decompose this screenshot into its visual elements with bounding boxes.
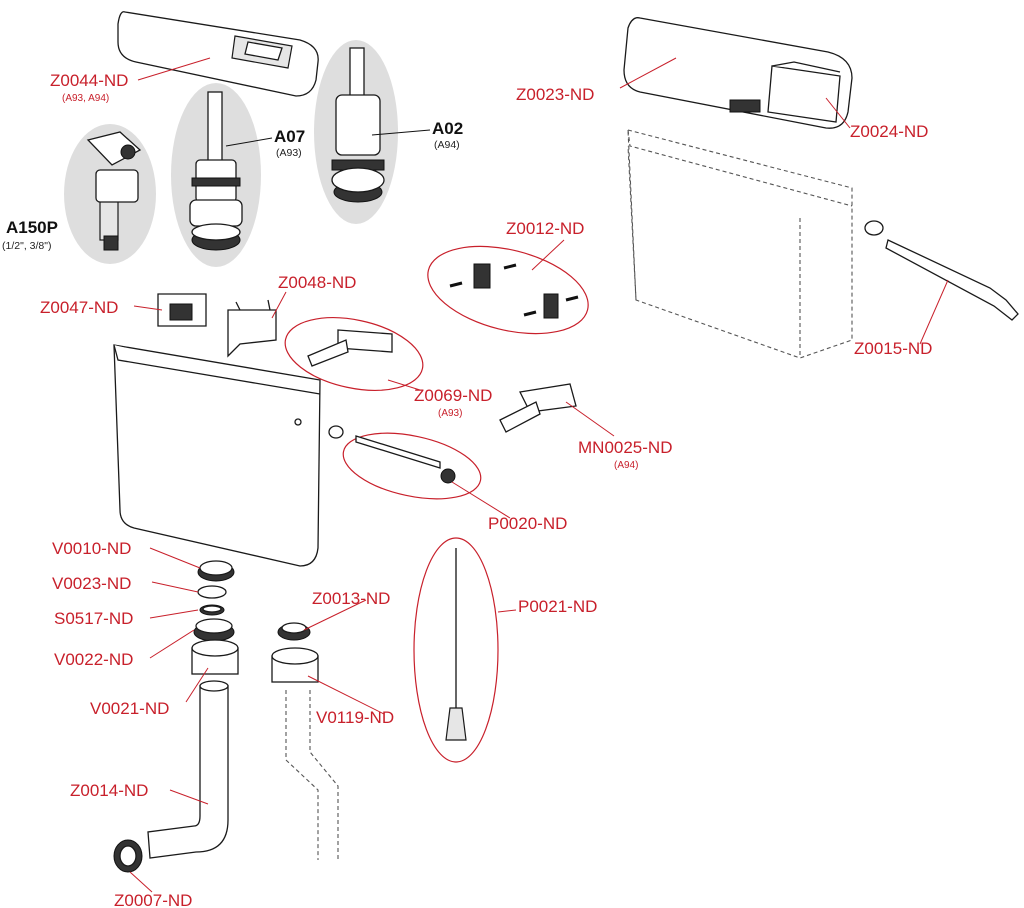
lever-arm-z0069 bbox=[307, 329, 393, 367]
label-p0020: P0020-ND bbox=[488, 514, 567, 533]
label-a07: A07 bbox=[274, 127, 305, 146]
label-a02: A02 bbox=[432, 119, 463, 138]
connector-z0007 bbox=[113, 839, 143, 873]
label-a02-sub: (A94) bbox=[434, 139, 460, 151]
label-v0023: V0023-ND bbox=[52, 574, 131, 593]
lever-z0015 bbox=[864, 220, 1019, 321]
group-z0012 bbox=[427, 245, 589, 335]
label-a07-sub: (A93) bbox=[276, 147, 302, 159]
group-p0020 bbox=[342, 432, 482, 500]
seal-s0517 bbox=[199, 604, 225, 616]
label-a150p-sub: (1/2", 3/8") bbox=[2, 240, 51, 252]
label-z0024: Z0024-ND bbox=[850, 122, 928, 141]
label-z0013: Z0013-ND bbox=[312, 589, 390, 608]
nut-v0022 bbox=[193, 618, 235, 642]
sleeve-v0119 bbox=[271, 647, 319, 683]
lid-z0044 bbox=[117, 11, 319, 97]
fill-valve-a150p bbox=[86, 131, 142, 251]
button-z0024 bbox=[767, 61, 841, 123]
bracket-z0048 bbox=[227, 299, 277, 358]
washer-v0023 bbox=[197, 585, 227, 599]
label-mn0025-sub: (A94) bbox=[614, 460, 638, 471]
label-z0069: Z0069-ND bbox=[414, 386, 492, 405]
label-a150p: A150P bbox=[6, 218, 58, 237]
pipe-outline-dashed bbox=[285, 690, 339, 860]
lever-arm-mn0025 bbox=[499, 383, 577, 433]
label-z0044: Z0044-ND bbox=[50, 71, 128, 90]
nut-z0013 bbox=[277, 622, 311, 641]
label-p0021: P0021-ND bbox=[518, 597, 597, 616]
sleeve-v0021 bbox=[191, 639, 239, 675]
leader-lines bbox=[129, 57, 949, 893]
label-z0007: Z0007-ND bbox=[114, 891, 192, 908]
group-p0021 bbox=[413, 537, 499, 763]
rod-p0020 bbox=[355, 435, 456, 484]
label-v0021: V0021-ND bbox=[90, 699, 169, 718]
label-v0119: V0119-ND bbox=[316, 708, 394, 727]
label-z0014: Z0014-ND bbox=[70, 781, 148, 800]
label-v0022: V0022-ND bbox=[54, 650, 133, 669]
cistern-outline-right bbox=[627, 129, 853, 359]
cistern-left bbox=[113, 344, 344, 567]
clips-z0012 bbox=[449, 263, 579, 319]
label-z0048: Z0048-ND bbox=[278, 273, 356, 292]
label-z0023: Z0023-ND bbox=[516, 85, 594, 104]
label-s0517: S0517-ND bbox=[54, 609, 133, 628]
label-z0069-sub: (A93) bbox=[438, 408, 462, 419]
label-z0012: Z0012-ND bbox=[506, 219, 584, 238]
label-z0047: Z0047-ND bbox=[40, 298, 118, 317]
group-z0069 bbox=[284, 317, 424, 391]
flush-valve-a07 bbox=[189, 91, 243, 251]
flush-pipe-z0014 bbox=[147, 680, 229, 859]
label-z0044-sub: (A93, A94) bbox=[62, 93, 109, 104]
chain-p0021 bbox=[445, 548, 467, 741]
label-z0015: Z0015-ND bbox=[854, 339, 932, 358]
label-mn0025: MN0025-ND bbox=[578, 438, 672, 457]
bracket-z0047 bbox=[157, 293, 207, 327]
flush-valve-a02 bbox=[331, 47, 385, 203]
label-v0010: V0010-ND bbox=[52, 539, 131, 558]
nut-v0010 bbox=[197, 560, 235, 582]
